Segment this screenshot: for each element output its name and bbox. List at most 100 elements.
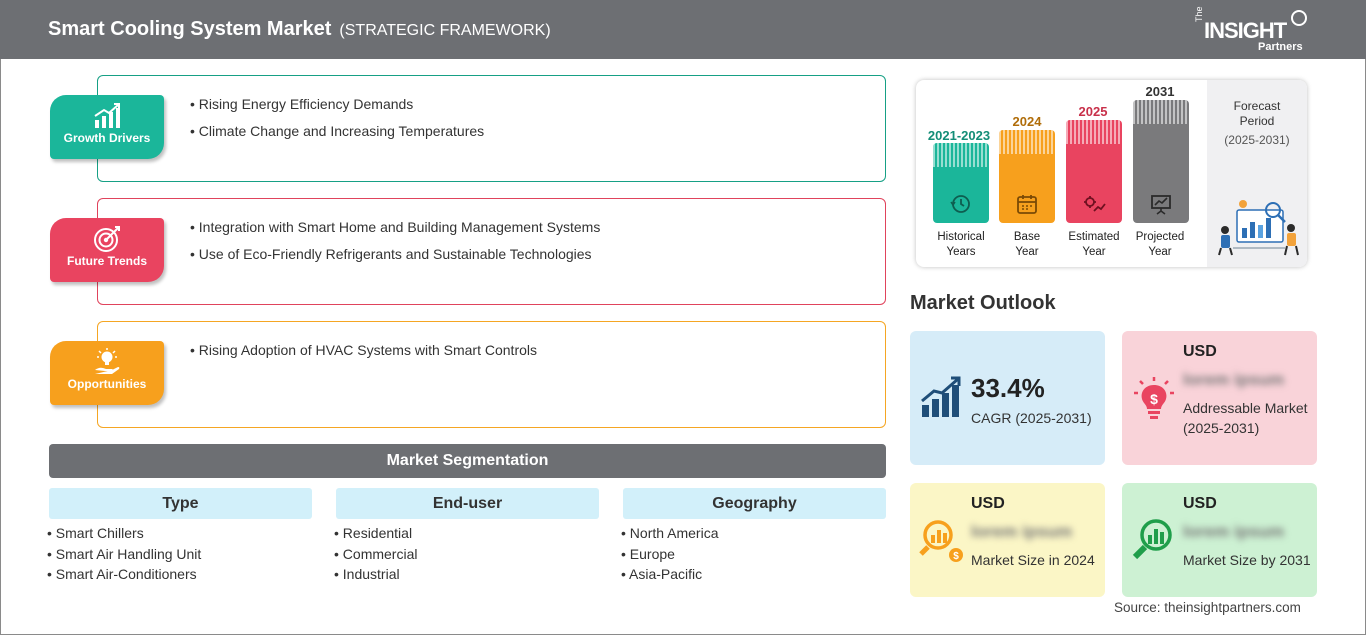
segment-type: Type Smart Chillers Smart Air Handling U… bbox=[49, 488, 312, 587]
opportunities-badge: Opportunities bbox=[50, 341, 164, 405]
timeline-bar-projected bbox=[1133, 100, 1189, 223]
forecast-period-range: (2025-2031) bbox=[1224, 133, 1290, 147]
list-item: Europe bbox=[621, 546, 886, 567]
list-item: Residential bbox=[334, 525, 599, 546]
timeline-year-historical: 2021-2023 bbox=[927, 128, 991, 143]
forecast-title: Forecast Period bbox=[1207, 99, 1307, 129]
timeline-year-base: 2024 bbox=[1012, 114, 1042, 129]
timeline-bar-base bbox=[999, 130, 1055, 223]
magnifier-chart-icon bbox=[1132, 519, 1172, 560]
market-segmentation-header: Market Segmentation bbox=[49, 444, 886, 478]
cagr-card: 33.4% CAGR (2025-2031) bbox=[910, 331, 1105, 465]
timeline-panel: 2021-2023 Historical Years 2024 Base Yea… bbox=[916, 80, 1307, 267]
future-trends-label: Future Trends bbox=[66, 254, 147, 268]
future-trends-box: Integration with Smart Home and Building… bbox=[97, 198, 886, 305]
caption-line: Year bbox=[1148, 246, 1172, 258]
addressable-currency: USD bbox=[1183, 343, 1217, 360]
list-item: Smart Chillers bbox=[47, 525, 312, 546]
list-item: Integration with Smart Home and Building… bbox=[190, 219, 601, 235]
list-item: Asia-Pacific bbox=[621, 566, 886, 587]
list-item: Rising Adoption of HVAC Systems with Sma… bbox=[190, 342, 537, 358]
timeline-caption-historical: Historical Years bbox=[921, 230, 1001, 260]
size-2031-label: Market Size by 2031 bbox=[1183, 552, 1311, 568]
future-trends-badge: Future Trends bbox=[50, 218, 164, 282]
timeline-year-projected: 2031 bbox=[1145, 84, 1175, 99]
addressable-value-blurred: lorem ipsum bbox=[1183, 370, 1285, 389]
source-credit: Source: theinsightpartners.com bbox=[1114, 600, 1301, 615]
addressable-label: Addressable Market (2025-2031) bbox=[1183, 400, 1308, 436]
forecast-line: Forecast bbox=[1233, 99, 1281, 113]
page-subtitle: (STRATEGIC FRAMEWORK) bbox=[339, 22, 551, 39]
list-item: Smart Air Handling Unit bbox=[47, 546, 312, 567]
history-clock-icon bbox=[950, 195, 970, 213]
market-size-2024-card: $ USD lorem ipsum Market Size in 2024 bbox=[910, 483, 1105, 597]
hand-bulb-icon bbox=[95, 348, 120, 374]
caption-line: Year bbox=[1015, 246, 1039, 258]
addressable-market-card: $ USD lorem ipsum Addressable Market (20… bbox=[1122, 331, 1317, 465]
page-title: Smart Cooling System Market (STRATEGIC FR… bbox=[48, 18, 551, 41]
segment-geography-list: North America Europe Asia-Pacific bbox=[623, 525, 886, 587]
list-item: Commercial bbox=[334, 546, 599, 567]
segment-geography: Geography North America Europe Asia-Paci… bbox=[623, 488, 886, 587]
growth-drivers-box: Rising Energy Efficiency Demands Climate… bbox=[97, 75, 886, 182]
bar-growth-icon bbox=[94, 103, 120, 128]
segment-type-list: Smart Chillers Smart Air Handling Unit S… bbox=[49, 525, 312, 587]
logo-partners: Partners bbox=[1258, 41, 1303, 53]
bulb-dollar-icon: $ bbox=[1134, 377, 1174, 419]
svg-text:$: $ bbox=[1150, 391, 1158, 407]
timeline-bar-historical bbox=[933, 143, 989, 223]
growth-drivers-label: Growth Drivers bbox=[63, 131, 151, 145]
future-trends-list: Integration with Smart Home and Building… bbox=[190, 219, 601, 273]
opportunities-list: Rising Adoption of HVAC Systems with Sma… bbox=[190, 342, 537, 369]
svg-text:$: $ bbox=[953, 551, 959, 562]
logo-ring-icon bbox=[1291, 10, 1307, 26]
market-size-2031-card: USD lorem ipsum Market Size by 2031 bbox=[1122, 483, 1317, 597]
size-2031-value-blurred: lorem ipsum bbox=[1183, 522, 1285, 541]
opportunities-label: Opportunities bbox=[67, 377, 147, 391]
segment-end-user-list: Residential Commercial Industrial bbox=[336, 525, 599, 587]
caption-line: Estimated bbox=[1068, 231, 1120, 243]
growth-drivers-badge: Growth Drivers bbox=[50, 95, 164, 159]
size-2024-currency: USD bbox=[971, 495, 1005, 512]
list-item: Climate Change and Increasing Temperatur… bbox=[190, 123, 484, 139]
caption-line: Historical bbox=[937, 231, 985, 243]
timeline-year-estimated: 2025 bbox=[1078, 104, 1108, 119]
growth-chart-icon bbox=[921, 376, 961, 417]
caption-line: Years bbox=[946, 246, 976, 258]
logo-main: INSIGHT bbox=[1204, 18, 1287, 43]
size-2024-value-blurred: lorem ipsum bbox=[971, 522, 1073, 541]
segment-type-head: Type bbox=[49, 488, 312, 519]
presentation-board-icon bbox=[1151, 195, 1171, 215]
timeline-caption-projected: Projected Year bbox=[1120, 230, 1200, 260]
logo-the: The bbox=[1194, 6, 1204, 22]
page-title-text: Smart Cooling System Market bbox=[48, 18, 332, 40]
timeline-caption-estimated: Estimated Year bbox=[1054, 230, 1134, 260]
growth-drivers-list: Rising Energy Efficiency Demands Climate… bbox=[190, 96, 484, 150]
list-item: North America bbox=[621, 525, 886, 546]
list-item: Use of Eco-Friendly Refrigerants and Sus… bbox=[190, 246, 600, 262]
timeline-caption-base: Base Year bbox=[987, 230, 1067, 260]
segment-end-user-head: End-user bbox=[336, 488, 599, 519]
forecast-line: Period bbox=[1239, 114, 1275, 128]
header-bar: Smart Cooling System Market (STRATEGIC FR… bbox=[0, 0, 1366, 59]
list-item: Rising Energy Efficiency Demands bbox=[190, 96, 484, 112]
cagr-value: 33.4% bbox=[971, 373, 1045, 403]
analyst-dashboard-illustration bbox=[1218, 200, 1299, 256]
opportunities-box: Rising Adoption of HVAC Systems with Sma… bbox=[97, 321, 886, 428]
insight-partners-logo: The INSIGHT Partners bbox=[1194, 6, 1311, 53]
size-2031-currency: USD bbox=[1183, 495, 1217, 512]
size-2024-label: Market Size in 2024 bbox=[971, 552, 1095, 568]
segment-geography-head: Geography bbox=[623, 488, 886, 519]
target-icon bbox=[94, 226, 120, 252]
timeline-bar-estimated bbox=[1066, 120, 1122, 223]
forecast-period-panel: Forecast Period (2025-2031) bbox=[1207, 80, 1307, 267]
list-item: Smart Air-Conditioners bbox=[47, 566, 312, 587]
caption-line: Year bbox=[1082, 246, 1106, 258]
list-item: Industrial bbox=[334, 566, 599, 587]
cagr-label: CAGR (2025-2031) bbox=[971, 410, 1092, 426]
calendar-icon bbox=[1017, 195, 1037, 214]
caption-line: Projected bbox=[1135, 231, 1185, 243]
magnifier-dollar-icon: $ bbox=[919, 520, 963, 562]
segment-end-user: End-user Residential Commercial Industri… bbox=[336, 488, 599, 587]
gear-chart-icon bbox=[1084, 196, 1106, 212]
